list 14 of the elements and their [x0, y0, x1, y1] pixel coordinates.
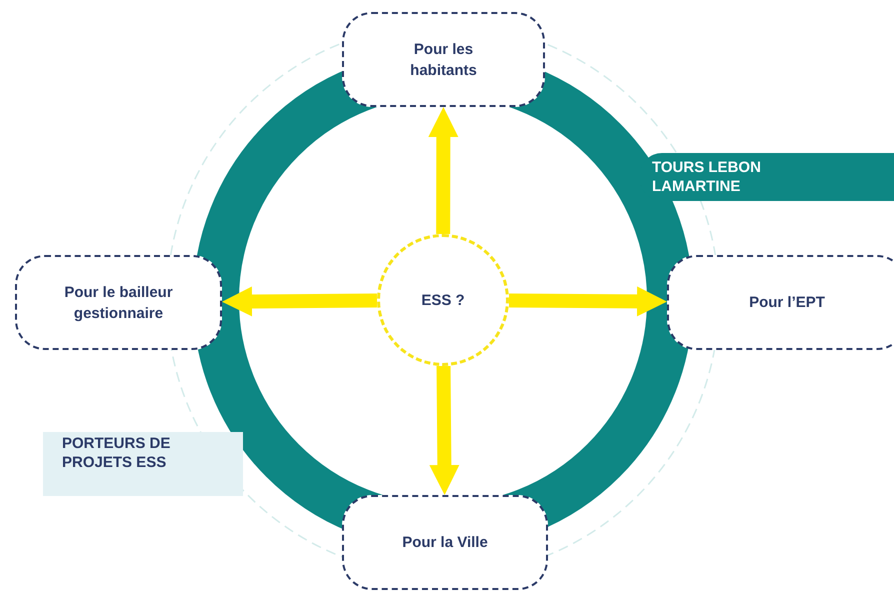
arrow — [428, 107, 458, 234]
node-label: ESS ? — [421, 290, 465, 310]
arrow — [429, 366, 460, 496]
arrow — [222, 286, 378, 316]
banner-label: TOURS LEBON LAMARTINE — [652, 158, 762, 196]
node-label: Pour l’EPT — [749, 293, 825, 313]
dashed-box — [342, 495, 548, 590]
arrow — [508, 286, 668, 316]
node-label: Pour les habitants — [409, 40, 478, 80]
banner-label: PORTEURS DE PROJETS ESS — [62, 434, 172, 472]
node-label: Pour le bailleur gestionnaire — [63, 282, 174, 324]
dashed-box — [667, 255, 894, 350]
node-label: Pour la Ville — [402, 533, 488, 553]
dashed-box — [15, 255, 222, 350]
